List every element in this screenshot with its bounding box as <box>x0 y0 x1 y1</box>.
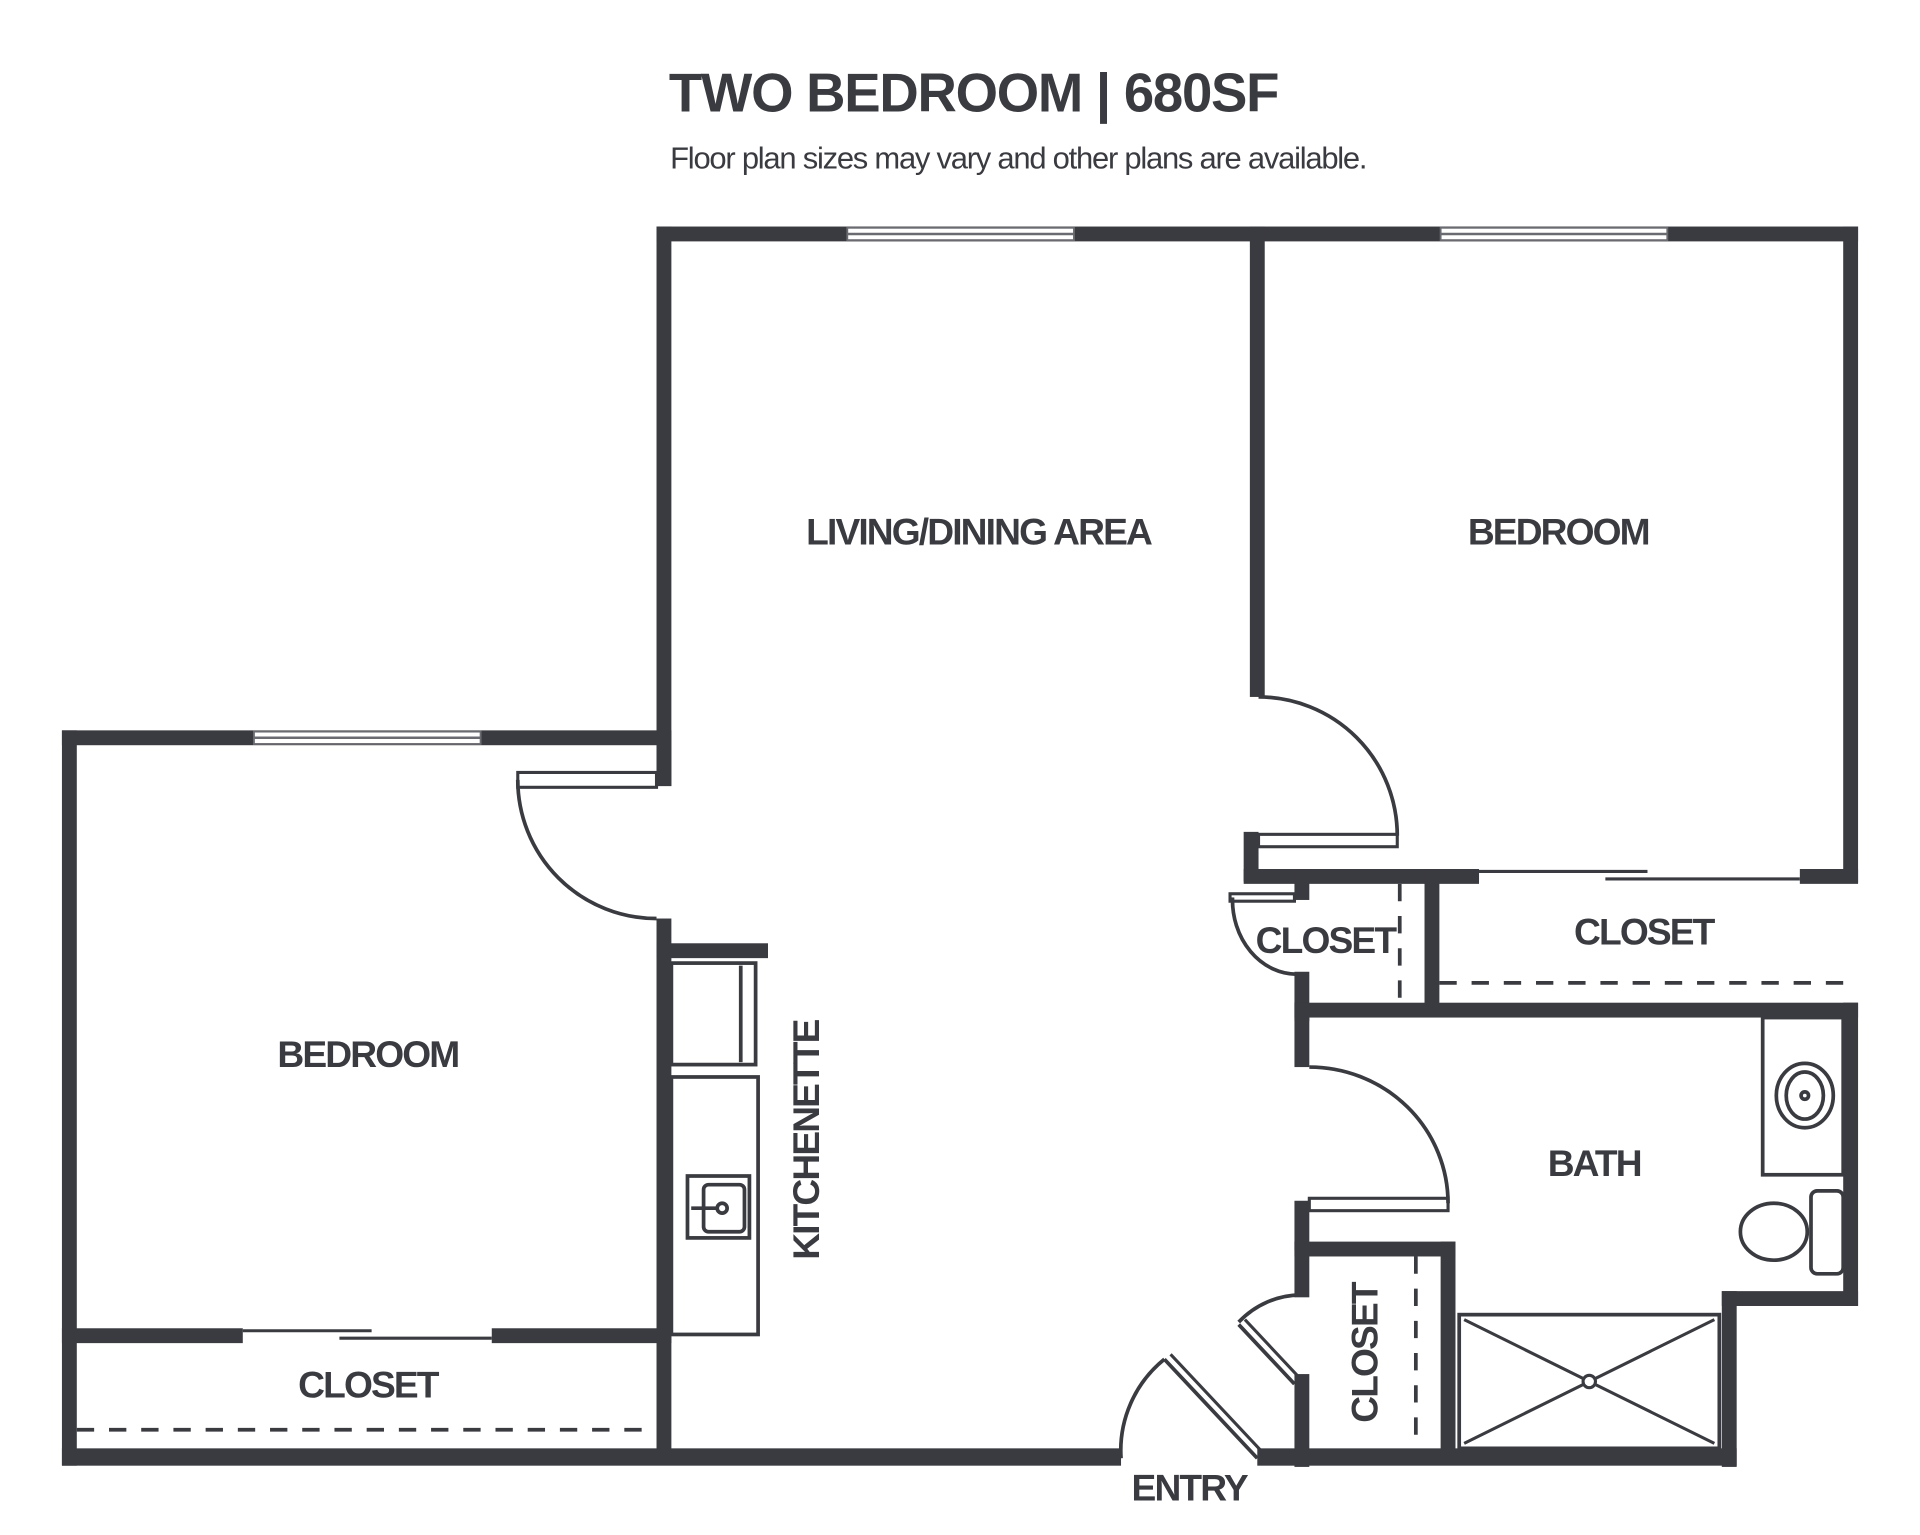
label-closet-left: CLOSET <box>298 1364 440 1406</box>
walls <box>61 226 1859 1467</box>
closet-rods <box>76 883 1844 1449</box>
vanity-icon <box>1760 1015 1846 1177</box>
label-entry: ENTRY <box>1132 1466 1249 1508</box>
label-closet-entry: CLOSET <box>1343 1281 1385 1423</box>
kitchenette-fixtures <box>669 961 760 1337</box>
windows <box>242 226 1800 1340</box>
label-closet-right: CLOSET <box>1574 911 1716 953</box>
sink-icon <box>685 1174 752 1240</box>
bath-fixtures <box>1457 1015 1846 1451</box>
doors <box>515 695 1450 1460</box>
label-closet-small: CLOSET <box>1256 919 1398 961</box>
label-kitchenette: KITCHENETTE <box>785 1019 827 1259</box>
label-bath: BATH <box>1548 1142 1641 1184</box>
plan-subtitle: Floor plan sizes may vary and other plan… <box>670 140 1366 175</box>
label-living-dining: LIVING/DINING AREA <box>806 511 1152 553</box>
plan-title: TWO BEDROOM | 680SF <box>669 62 1278 124</box>
toilet-icon <box>1738 1201 1810 1263</box>
shower-icon <box>1457 1312 1722 1451</box>
label-bedroom-left: BEDROOM <box>277 1033 458 1075</box>
label-bedroom-right: BEDROOM <box>1468 511 1649 553</box>
